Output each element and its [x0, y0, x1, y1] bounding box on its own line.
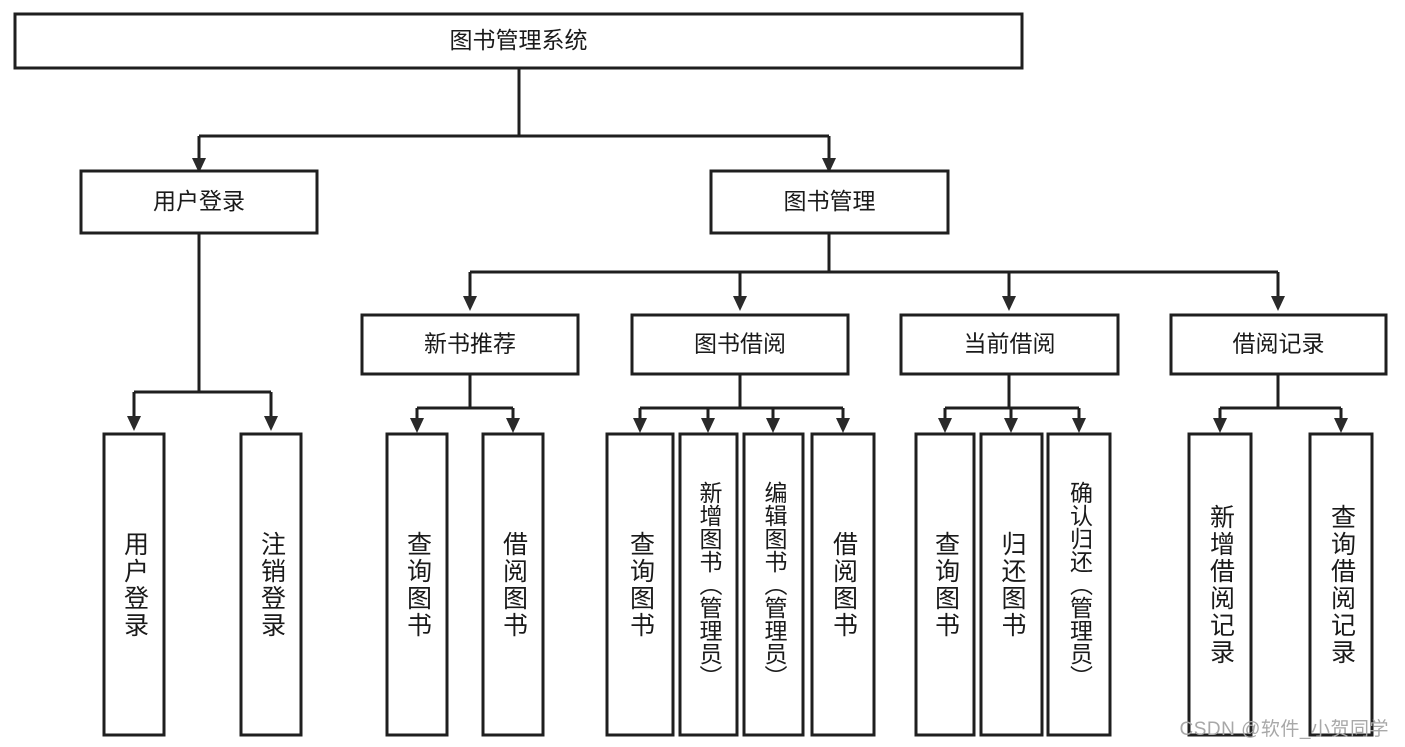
arrow-head-icon [633, 418, 647, 433]
arrow-head-icon [463, 296, 477, 311]
node-box-leaf-logout[interactable] [239, 432, 303, 737]
node-box-leaf-query-book-3[interactable] [914, 432, 976, 737]
arrow-head-icon [822, 158, 836, 173]
node-box-new-book-recommend[interactable] [360, 313, 580, 376]
arrow-head-icon [192, 158, 206, 173]
node-box-leaf-confirm-return[interactable] [1046, 432, 1112, 737]
node-box-leaf-return-book[interactable] [979, 432, 1044, 737]
arrow-head-icon [836, 418, 850, 433]
node-box-leaf-query-record[interactable] [1308, 432, 1374, 737]
node-box-leaf-borrow-book-1[interactable] [481, 432, 545, 737]
node-label-user-login: 用户登录 [153, 188, 245, 214]
connectors-layer [127, 68, 1348, 433]
connector-current-to-leaves [938, 374, 1086, 433]
arrow-head-icon [1334, 418, 1348, 433]
node-box-leaf-query-book-2[interactable] [605, 432, 675, 737]
arrow-head-icon [1072, 418, 1086, 433]
node-box-book-manage[interactable] [709, 169, 950, 235]
node-box-current-borrow[interactable] [899, 313, 1120, 376]
node-label-current-borrow: 当前借阅 [964, 331, 1056, 357]
node-boxes-layer [13, 12, 1388, 737]
connector-user-login-to-leaves [127, 233, 278, 431]
watermark-text: CSDN @软件_小贺同学 [1179, 719, 1389, 740]
arrow-head-icon [1002, 296, 1016, 311]
node-box-borrow-record[interactable] [1169, 313, 1388, 376]
connector-borrow-to-leaves [633, 374, 850, 433]
node-label-new-book-recommend: 新书推荐 [424, 331, 516, 357]
arrow-head-icon [410, 418, 424, 433]
connector-recommend-to-leaves [410, 374, 520, 433]
arrow-head-icon [264, 416, 278, 431]
node-box-user-login[interactable] [79, 169, 319, 235]
connector-record-to-leaves [1213, 374, 1348, 433]
arrow-head-icon [127, 416, 141, 431]
node-box-leaf-add-book[interactable] [678, 432, 739, 737]
arrow-head-icon [1271, 296, 1285, 311]
arrow-head-icon [701, 418, 715, 433]
node-label-book-manage: 图书管理 [784, 188, 876, 214]
arrow-head-icon [766, 418, 780, 433]
node-label-book-borrow: 图书借阅 [694, 331, 786, 357]
node-box-leaf-borrow-book-2[interactable] [810, 432, 876, 737]
node-box-root[interactable] [13, 12, 1024, 70]
arrow-head-icon [938, 418, 952, 433]
node-box-leaf-query-book-1[interactable] [385, 432, 449, 737]
arrow-head-icon [1213, 418, 1227, 433]
node-label-borrow-record: 借阅记录 [1233, 331, 1325, 357]
connector-book-manage-to-level3 [463, 233, 1285, 311]
node-box-leaf-user-login[interactable] [102, 432, 166, 737]
connector-root-to-level2 [192, 68, 836, 173]
node-box-leaf-edit-book[interactable] [742, 432, 805, 737]
arrow-head-icon [733, 296, 747, 311]
arrow-head-icon [506, 418, 520, 433]
node-box-book-borrow[interactable] [630, 313, 850, 376]
node-box-leaf-add-record[interactable] [1187, 432, 1253, 737]
node-label-root: 图书管理系统 [450, 27, 588, 53]
arrow-head-icon [1004, 418, 1018, 433]
